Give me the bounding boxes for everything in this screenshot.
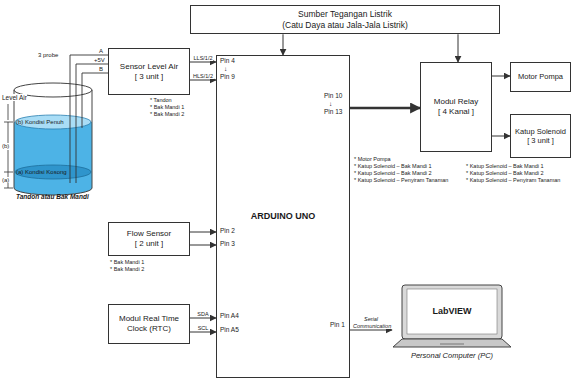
box-title: Modul Real Time Clock (RTC) xyxy=(113,314,185,334)
note: * Katup Solenoid – Bak Mandi 2 xyxy=(466,170,544,176)
pin-label: Pin A5 xyxy=(220,326,239,333)
computer-node: LabVIEW Personal Computer (PC) xyxy=(392,284,512,366)
pin-label: Pin 1 xyxy=(330,321,345,328)
connector xyxy=(190,80,216,81)
level-label: (a) Kondisi Kosong xyxy=(16,169,67,176)
connector xyxy=(458,34,459,62)
box-subtitle: [ 3 unit ] xyxy=(135,72,163,82)
connector xyxy=(190,62,216,63)
box-title: Flow Sensor xyxy=(127,229,171,239)
pin-label: ↓ xyxy=(329,100,332,107)
wire-label: A xyxy=(99,48,103,55)
note: * Motor Pompa xyxy=(354,156,391,162)
note: * Bak Mandi 1 xyxy=(110,259,144,265)
pin-label: Pin 9 xyxy=(220,73,235,80)
box-subtitle: (Catu Daya atau Jala-Jala Listrik) xyxy=(282,20,408,31)
level-label: (b) Kondisi Penuh xyxy=(16,119,64,126)
power-supply-box: Sumber Tegangan Listrik(Catu Daya atau J… xyxy=(190,5,500,34)
probe-label: 3 probe xyxy=(38,52,58,59)
connector xyxy=(492,136,510,137)
box-subtitle: Personal Computer (PC) xyxy=(392,351,512,360)
box-title: Motor Pompa xyxy=(518,72,563,81)
note: * Katup Solenoid – Bak Mandi 1 xyxy=(354,163,432,169)
note: * Bak Mandi 2 xyxy=(150,111,184,117)
full-level xyxy=(15,115,91,129)
pin-label: Pin 3 xyxy=(220,240,235,247)
connector-label: SCL xyxy=(197,325,210,331)
connector xyxy=(350,107,420,110)
pin-label: Pin A4 xyxy=(220,312,239,319)
pin-label: Pin 10 xyxy=(324,92,342,99)
connector xyxy=(492,76,510,77)
box-title: ARDUINO UNO xyxy=(251,211,316,222)
box-subtitle: [ 2 unit ] xyxy=(135,239,163,249)
sensor-box: Sensor Level Air[ 3 unit ] xyxy=(108,48,190,95)
note: * Tandon xyxy=(150,97,172,103)
connector-label: Serial Communication xyxy=(352,316,390,329)
connector-label: HLS/1/2 xyxy=(192,73,214,79)
note: * Bak Mandi 1 xyxy=(150,104,184,110)
pin-label: Pin 4 xyxy=(220,57,235,64)
dimension-label: (b) xyxy=(1,143,10,150)
caption-label: Tandon atau Bak Mandi xyxy=(16,193,89,200)
pin-label: Pin 13 xyxy=(324,108,342,115)
module-box: Modul Real Time Clock (RTC) xyxy=(108,304,190,344)
empty-level xyxy=(15,165,91,179)
actuator-box: Katup Solenoid[ 3 unit ] xyxy=(510,114,571,158)
box-title: Katup Solenoid xyxy=(515,127,566,136)
actuator-box: Motor Pompa xyxy=(510,62,571,92)
box-subtitle: [ 3 unit ] xyxy=(527,136,554,145)
note: * Katup Solenoid – Penyiram Tanaman xyxy=(466,177,560,183)
connector xyxy=(190,332,216,333)
box-title: Modul Relay xyxy=(434,97,478,107)
connector xyxy=(190,245,216,246)
pin-label: Pin 2 xyxy=(220,227,235,234)
connector-label: LLS/1/2 xyxy=(193,55,214,61)
sensor-box: Flow Sensor[ 2 unit ] xyxy=(108,222,190,256)
connector-label: SDA xyxy=(196,311,209,317)
box-title: Sumber Tegangan Listrik xyxy=(298,9,392,20)
note: * Katup Solenoid – Bak Mandi 1 xyxy=(466,163,544,169)
note: * Katup Solenoid – Penyiram Tanaman xyxy=(354,177,448,183)
box-subtitle: [ 4 Kanal ] xyxy=(438,107,474,117)
connector xyxy=(350,330,392,331)
pin-label: ↓ xyxy=(224,65,227,72)
tank-wall xyxy=(14,90,92,195)
dimension-label: (a) xyxy=(1,177,10,184)
connector xyxy=(190,318,216,319)
wire-label: B xyxy=(99,66,103,73)
note: * Bak Mandi 2 xyxy=(110,266,144,272)
connector xyxy=(283,34,284,55)
note: * Katup Solenoid – Bak Mandi 2 xyxy=(354,170,432,176)
connector xyxy=(190,232,216,233)
water xyxy=(14,122,92,195)
box-title: Sensor Level Air xyxy=(120,62,178,72)
box-title: LabVIEW xyxy=(392,306,512,317)
wire-label: +5V xyxy=(94,57,105,64)
label: Level Air xyxy=(2,94,27,101)
probe-wires xyxy=(70,55,108,183)
relay-box: Modul Relay[ 4 Kanal ] xyxy=(420,62,492,152)
